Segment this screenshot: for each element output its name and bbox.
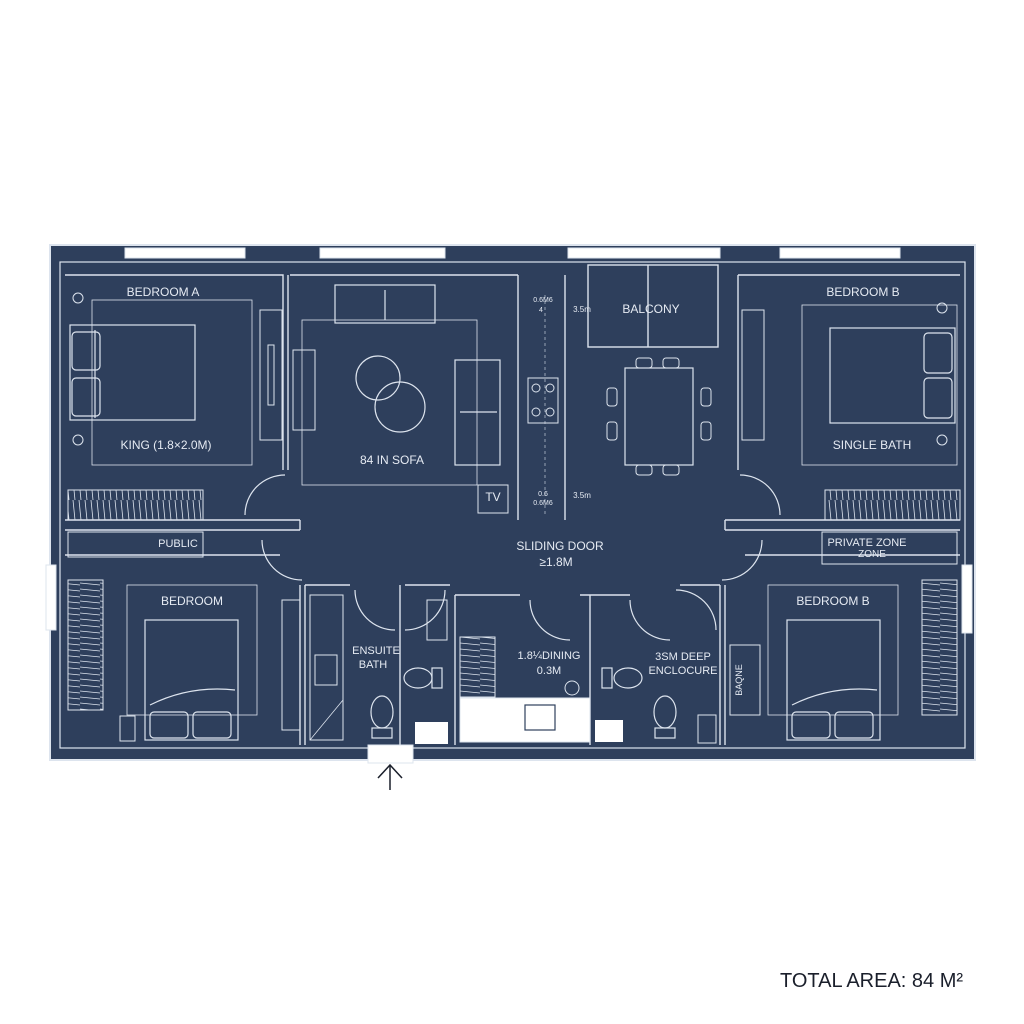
label-ensuite-1: ENSUITE (352, 645, 400, 657)
lower-left-desk (119, 715, 136, 742)
label-deep-1: 3SM DEEP (655, 651, 711, 663)
label-sliding-door-dim: ≥1.8M (539, 555, 572, 569)
door-swing-icon (244, 474, 781, 641)
bedroom-a-dresser-handle (267, 344, 275, 406)
living-rug (301, 319, 478, 486)
coffee-tables (355, 355, 426, 433)
label-sofa: 84 IN SOFA (360, 453, 424, 467)
bedroom-a-dresser (259, 309, 283, 441)
label-kitchen-dim-bottom-1: 0.6 (538, 491, 548, 498)
outlet-icon (936, 302, 948, 314)
bedroom-a-wardrobe (67, 489, 204, 521)
label-kitchen-dim-bottom-2: 0.6M6 (533, 500, 553, 507)
bedroom-b-dresser (741, 309, 765, 441)
bottom-white-block-1 (415, 722, 448, 744)
label-single-bath: SINGLE BATH (833, 438, 911, 452)
shower-diagonal (309, 699, 344, 741)
lower-right-desk (729, 644, 761, 716)
plan-inner-wall (59, 261, 966, 749)
kitchenette-knob (564, 680, 580, 696)
label-kitchen-dim-top-2: 4 (539, 307, 543, 314)
lower-right-rug (767, 584, 899, 716)
enclosure-white-block (595, 720, 623, 742)
label-private-zone-1: PRIVATE ZONE (827, 537, 906, 549)
bedroom-b-rug (801, 304, 958, 466)
top-windows (124, 247, 901, 259)
label-kitchen-dim-right-top: 3.5m (573, 305, 591, 314)
label-king: KING (1.8×2.0M) (120, 438, 211, 452)
bed-icon (829, 327, 956, 424)
label-bedroom-a: BEDROOM A (127, 285, 200, 299)
stove-icon (527, 377, 559, 424)
toilet-icon (370, 667, 443, 739)
toilet-icon (601, 667, 677, 739)
label-ensuite-2: BATH (359, 659, 388, 671)
label-tv: TV (485, 490, 500, 504)
enclosure-cabinet (697, 714, 717, 744)
total-area-caption: TOTAL AREA: 84 M² (780, 970, 964, 992)
label-sliding-door: SLIDING DOOR (516, 539, 604, 553)
bedroom-a-rug (91, 299, 253, 466)
kitchenette-storage (459, 636, 496, 698)
bedroom-b-wardrobe (824, 489, 961, 521)
label-private-zone-2: ZONE (858, 549, 886, 560)
bed-icon (144, 619, 239, 741)
label-kitchen-dim-right-bottom: 3.5m (573, 491, 591, 500)
sink-icon (524, 704, 556, 731)
label-balcony: BALCONY (622, 302, 679, 316)
lower-bedroom-rug (126, 584, 258, 716)
label-bedroom-b-bottom: BEDROOM B (796, 594, 869, 608)
outlet-icon (72, 434, 84, 446)
lower-right-wardrobe (921, 579, 958, 716)
ensuite-shower (309, 594, 344, 741)
bed-icon (69, 324, 196, 421)
label-deep-2: ENCLOCURE (648, 665, 717, 677)
label-wardrobe-text: BAQNE (734, 664, 744, 696)
lower-left-cabinet (281, 599, 301, 731)
label-public: PUBLIC (158, 538, 198, 550)
label-kitchen-dim-top-1: 0.6M6 (533, 297, 553, 304)
public-zone-box (67, 531, 204, 558)
side-windows (45, 564, 973, 634)
outlet-icon (936, 434, 948, 446)
chair-icon (606, 357, 712, 476)
entry-arrow-icon[interactable] (377, 763, 403, 790)
ensuite-cabinet (426, 599, 448, 641)
bed-icon (786, 619, 881, 741)
label-bedroom: BEDROOM (161, 594, 223, 608)
lower-left-wardrobe (67, 579, 104, 711)
tv-unit (477, 484, 509, 514)
dining-table (624, 367, 694, 466)
sofa-icon (334, 284, 501, 466)
outlet-icon (72, 292, 84, 304)
label-bedroom-b-top: BEDROOM B (826, 285, 899, 299)
entry-opening (367, 744, 414, 764)
private-zone-box (821, 531, 958, 565)
label-dining-1: 1.8¼DINING (518, 650, 581, 662)
sink-icon (314, 654, 338, 686)
plan-outline (49, 244, 976, 761)
label-dining-2: 0.3M (537, 665, 561, 677)
living-side-cabinet (292, 349, 316, 431)
